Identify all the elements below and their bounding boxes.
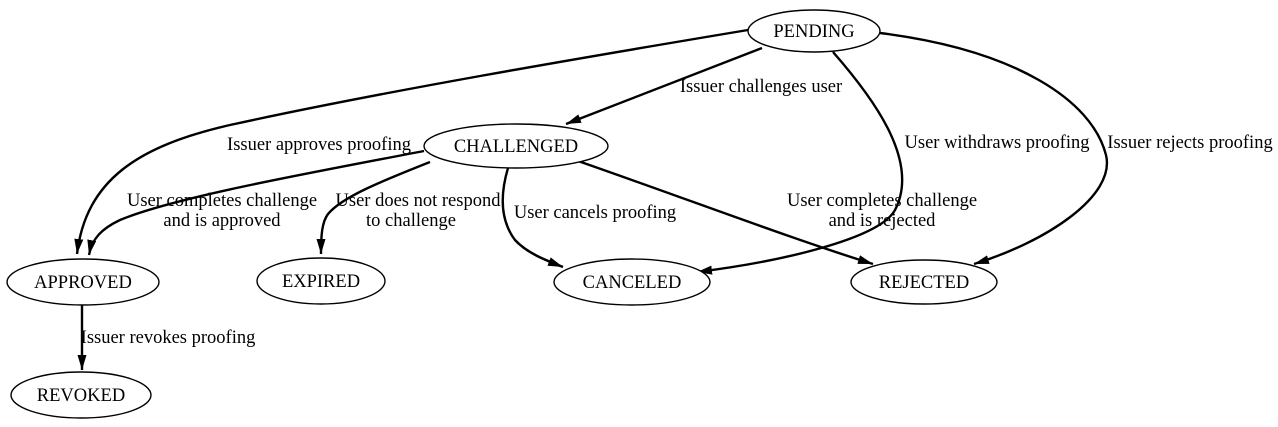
- node-rejected: REJECTED: [850, 259, 998, 305]
- edge-challenged-expired: User does not respond to challenge: [316, 160, 502, 255]
- edge-pending-canceled: User withdraws proofing: [696, 51, 1090, 275]
- node-approved: APPROVED: [6, 258, 160, 306]
- edge-pending-challenged-line: [565, 46, 763, 126]
- node-challenged-ellipse: [423, 123, 609, 169]
- node-canceled: CANCELED: [553, 258, 711, 306]
- edge-pending-rejected-line: [879, 31, 1109, 266]
- node-pending-label: PENDING: [773, 22, 854, 42]
- edge-label-user-completes-challenge-approved-line1: User completes challenge: [127, 191, 317, 211]
- node-approved-ellipse: [6, 258, 160, 306]
- edge-challenged-canceled: User cancels proofing: [501, 167, 676, 269]
- edge-challenged-rejected-line: [577, 159, 874, 266]
- edge-label-user-completes-challenge-rejected-line2: and is rejected: [829, 211, 937, 231]
- edge-label-issuer-approves-proofing: Issuer approves proofing: [227, 135, 411, 155]
- edge-pending-approved-line: [74, 28, 749, 255]
- edge-pending-challenged: Issuer challenges user: [565, 46, 842, 126]
- edge-challenged-approved-line: [87, 149, 425, 256]
- edge-label-issuer-challenges-user: Issuer challenges user: [680, 77, 842, 97]
- edge-pending-canceled-line: [696, 51, 904, 275]
- edges-layer: Issuer challenges user Issuer approves p…: [74, 28, 1273, 370]
- edge-challenged-approved: User completes challenge and is approved: [87, 149, 425, 256]
- node-pending-ellipse: [747, 9, 881, 53]
- node-rejected-label: REJECTED: [879, 273, 969, 293]
- node-challenged-label: CHALLENGED: [454, 137, 578, 157]
- edge-pending-rejected: Issuer rejects proofing: [879, 31, 1273, 266]
- edge-label-user-does-not-respond-line1: User does not respond: [336, 191, 502, 211]
- edge-label-user-completes-challenge-rejected-line1: User completes challenge: [787, 191, 977, 211]
- edge-label-issuer-rejects-proofing: Issuer rejects proofing: [1107, 133, 1272, 153]
- edge-challenged-rejected: User completes challenge and is rejected: [577, 159, 977, 266]
- node-revoked-ellipse: [10, 371, 152, 419]
- node-revoked-label: REVOKED: [37, 386, 125, 406]
- node-revoked: REVOKED: [10, 371, 152, 419]
- edge-approved-revoked: Issuer revokes proofing: [77, 305, 256, 370]
- edge-pending-approved: Issuer approves proofing: [74, 28, 749, 255]
- edge-label-issuer-revokes-proofing: Issuer revokes proofing: [81, 328, 256, 348]
- edge-challenged-expired-line: [316, 160, 431, 255]
- node-canceled-ellipse: [553, 258, 711, 306]
- node-expired-label: EXPIRED: [282, 272, 360, 292]
- nodes-layer: PENDING CHALLENGED APPROVED EXPIRED CANC…: [6, 9, 998, 419]
- edge-label-user-withdraws-proofing: User withdraws proofing: [905, 133, 1090, 153]
- node-approved-label: APPROVED: [34, 273, 132, 293]
- node-challenged: CHALLENGED: [423, 123, 609, 169]
- node-expired-ellipse: [256, 257, 386, 305]
- node-canceled-label: CANCELED: [583, 273, 682, 293]
- edge-label-user-cancels-proofing: User cancels proofing: [514, 203, 676, 223]
- edge-challenged-canceled-line: [501, 167, 564, 269]
- edge-label-user-does-not-respond-line2: to challenge: [366, 211, 456, 231]
- node-expired: EXPIRED: [256, 257, 386, 305]
- node-pending: PENDING: [747, 9, 881, 53]
- node-rejected-ellipse: [850, 259, 998, 305]
- edge-label-user-completes-challenge-approved-line2: and is approved: [163, 211, 281, 231]
